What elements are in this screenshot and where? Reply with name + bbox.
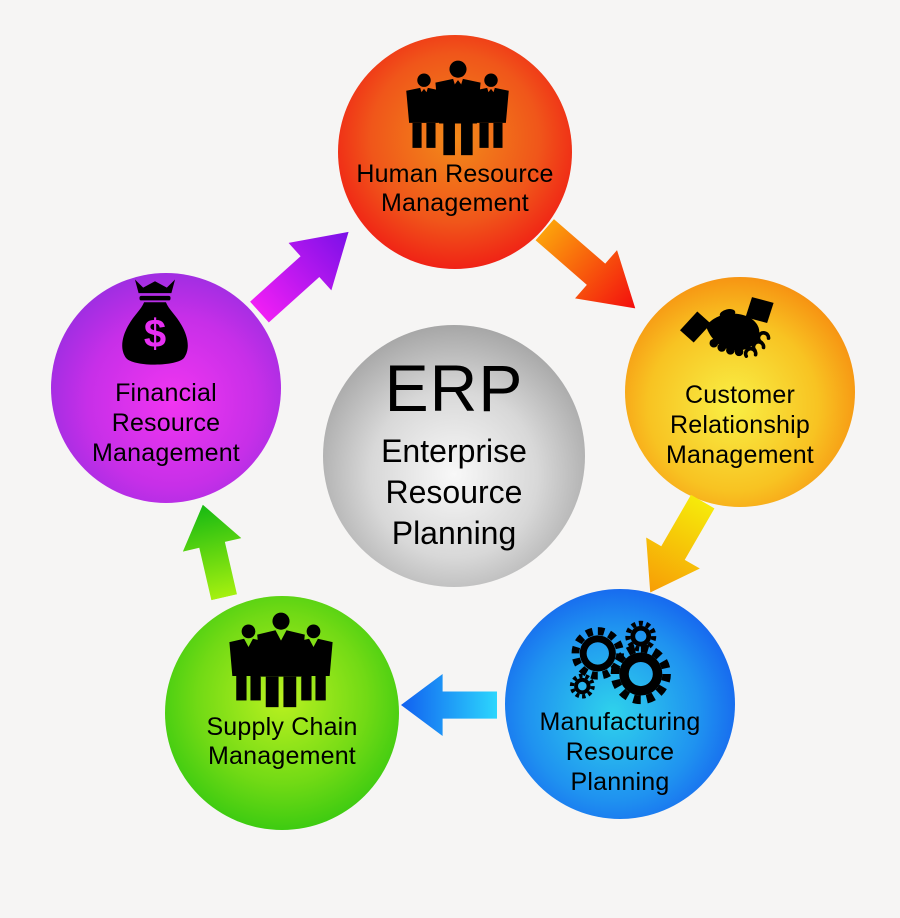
arrow-mrp-to-scm [401, 674, 497, 736]
node-label-line: Financial [115, 379, 217, 407]
erp-full-name: Enterprise Resource Planning [323, 431, 585, 554]
dollar-sign: $ [144, 312, 166, 356]
node-label: Manufacturing Resource Planning [505, 707, 735, 797]
arrow-frm-to-hrm [238, 208, 370, 336]
node-label-line: Resource [111, 409, 221, 437]
erp-center-circle: ERP Enterprise Resource Planning [323, 325, 585, 587]
node-human-resource-management: Human Resource Management [338, 35, 572, 269]
node-label-line: Manufacturing [539, 708, 701, 736]
arrow-scm-to-frm [174, 498, 254, 604]
node-label-line: Management [381, 189, 529, 217]
erp-abbr: ERP [384, 351, 524, 425]
node-label-line: Management [666, 441, 814, 469]
erp-name-line: Planning [391, 515, 517, 551]
node-manufacturing-resource-planning: Manufacturing Resource Planning [505, 589, 735, 819]
node-customer-relationship-management: Customer Relationship Management [625, 277, 855, 507]
node-label-line: Relationship [670, 411, 810, 439]
node-label-line: Management [92, 439, 240, 467]
node-label: Customer Relationship Management [625, 380, 855, 470]
handshake-icon [680, 297, 774, 358]
arrow-crm-to-mrp [623, 486, 729, 608]
node-label-line: Human Resource [356, 160, 554, 188]
node-label-line: Management [208, 742, 356, 770]
node-label: Human Resource Management [338, 160, 572, 218]
node-label: Financial Resource Management [51, 378, 281, 468]
node-financial-resource-management: $ Financial Resource Management [51, 273, 281, 503]
node-label-line: Supply Chain [206, 713, 358, 741]
erp-name-line: Resource [385, 474, 523, 510]
people-group-icon [406, 60, 509, 156]
node-label-line: Customer [685, 381, 795, 409]
arrow-hrm-to-crm [524, 205, 657, 332]
node-label: Supply Chain Management [165, 713, 399, 771]
node-label-line: Planning [570, 768, 670, 796]
erp-name-line: Enterprise [381, 433, 527, 469]
people-group-icon [229, 612, 333, 708]
money-bag-icon: $ [122, 279, 188, 365]
node-label-line: Resource [565, 738, 675, 766]
gears-icon [569, 620, 671, 705]
node-supply-chain-management: Supply Chain Management [165, 596, 399, 830]
